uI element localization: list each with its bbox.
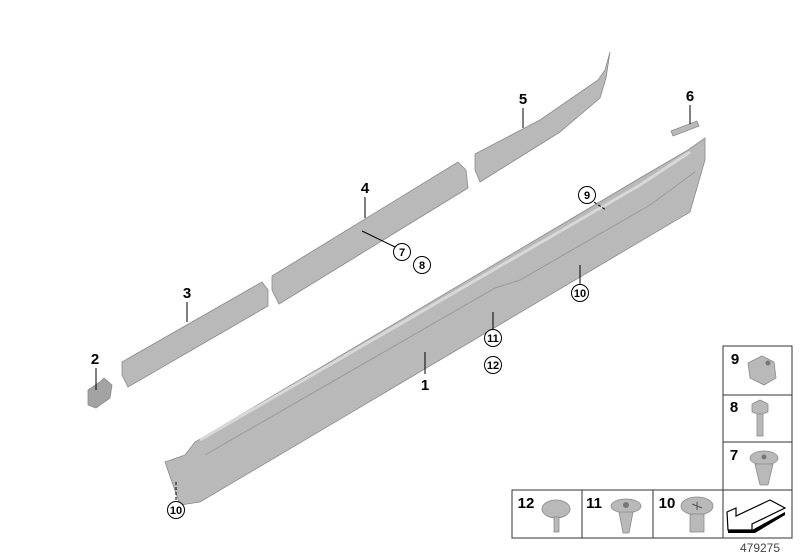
legend-label-8: 8 — [730, 399, 738, 416]
callout-10: 10 — [574, 288, 586, 300]
legend-item-7[interactable]: 7 — [722, 441, 793, 491]
callout-9: 9 — [584, 190, 590, 202]
label-3: 3 — [183, 285, 191, 302]
diagram-number: 479275 — [740, 541, 780, 555]
label-6: 6 — [686, 88, 694, 105]
part-2[interactable] — [87, 377, 113, 409]
label-1: 1 — [421, 377, 429, 394]
legend-item-11[interactable]: 11 — [581, 489, 654, 539]
label-2: 2 — [91, 351, 99, 368]
legend-label-11: 11 — [586, 495, 602, 512]
legend-item-8[interactable]: 8 — [722, 394, 793, 443]
callout-7: 7 — [399, 247, 405, 259]
label-4: 4 — [361, 180, 370, 197]
legend-label-9: 9 — [731, 351, 739, 368]
part-3[interactable] — [121, 281, 269, 388]
callout-11: 11 — [487, 333, 499, 345]
view-direction-arrow-icon — [722, 489, 793, 539]
callout-8: 8 — [419, 260, 425, 272]
label-5: 5 — [519, 91, 527, 108]
legend-item-10[interactable]: 10 — [652, 489, 724, 539]
legend-item-12[interactable]: 12 — [511, 489, 583, 539]
legend-item-9[interactable]: 9 — [722, 345, 793, 396]
part-4[interactable] — [271, 161, 469, 305]
callout-10-lower: 10 — [170, 505, 182, 517]
callout-12: 12 — [487, 360, 499, 372]
part-6[interactable] — [670, 120, 700, 137]
part-1-side-sill[interactable] — [164, 137, 706, 506]
legend-label-10: 10 — [659, 495, 676, 512]
legend-label-12: 12 — [518, 495, 535, 512]
legend-label-7: 7 — [730, 447, 738, 464]
part-5[interactable] — [474, 51, 611, 183]
